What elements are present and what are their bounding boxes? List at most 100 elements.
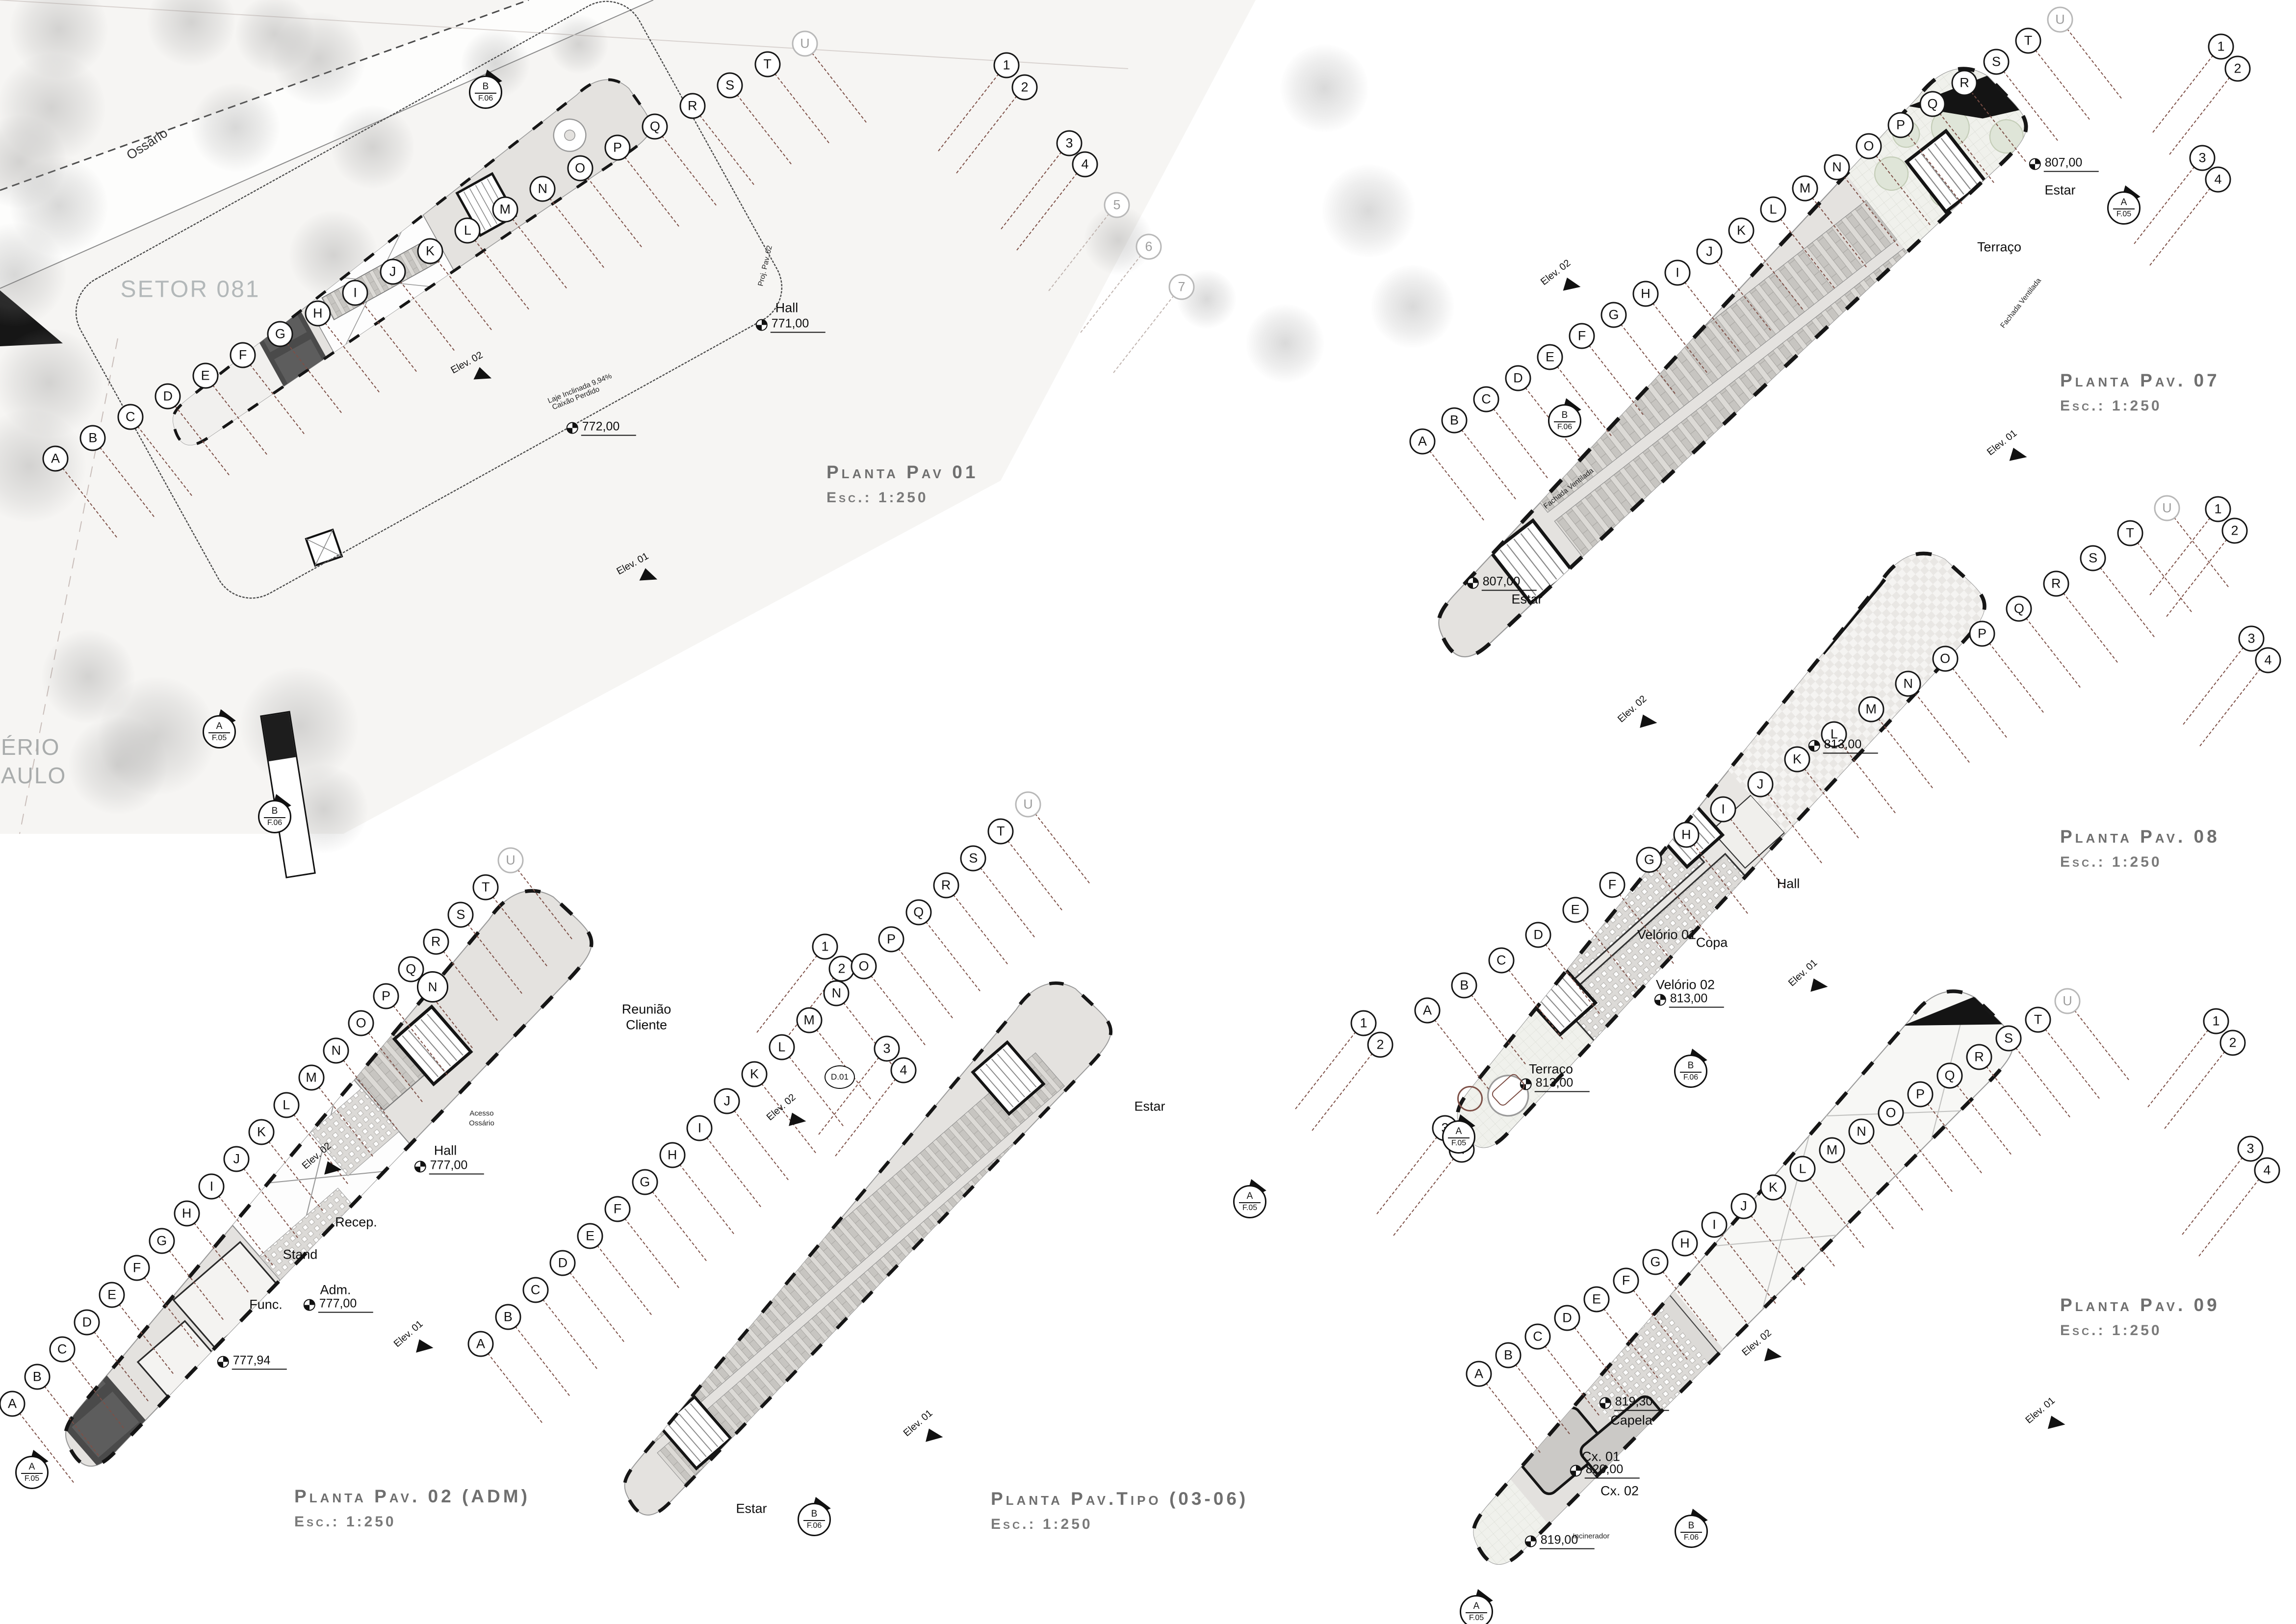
grid-bubble-T: T (2025, 1006, 2051, 1033)
grid-bubble-H: H (1673, 822, 1700, 848)
tree-icon (10, 157, 108, 255)
grid-bubble-C: C (117, 404, 144, 430)
grid-bubble-L: L (454, 217, 481, 244)
grid-leader (898, 948, 953, 1019)
tree-icon (272, 12, 365, 105)
label-adm-: Adm. (320, 1282, 351, 1297)
grid-bubble-S: S (717, 72, 743, 99)
section-sheet: F.06 (1683, 1073, 1699, 1082)
section-letter: B (474, 81, 497, 94)
elev-arrow-icon (1563, 277, 1582, 296)
tree-icon (0, 329, 103, 437)
grid-bubble-F: F (604, 1196, 631, 1222)
building-pav07 (1337, 28, 2139, 727)
grid-bubble-L: L (273, 1092, 300, 1118)
plan-title: Planta Pav. 02 (ADM) (294, 1486, 530, 1506)
grid-bubble-3: 3 (874, 1035, 900, 1062)
grid-bubble-I: I (1664, 259, 1691, 286)
grid-bubble-F: F (1613, 1267, 1639, 1294)
grid-bubble-A: A (0, 1391, 26, 1417)
grid-bubble-J: J (1730, 1193, 1757, 1219)
label-terra-o: Terraço (1528, 1061, 1574, 1077)
grid-bubble-5: 5 (1104, 192, 1130, 218)
grid-bubble-G: G (267, 321, 293, 347)
level-value: 772,00 (581, 420, 637, 436)
building-pav01 (61, 0, 797, 613)
grid-bubble-B: B (495, 1304, 521, 1330)
section-sheet: F.06 (267, 819, 283, 827)
section-letter: B (803, 1509, 826, 1521)
level-marker: 819,00 (1524, 1533, 1595, 1549)
tree-icon (549, 15, 608, 74)
label-incinerador: Incinerador (1573, 1532, 1610, 1541)
grid-bubble-U: U (2054, 988, 2081, 1014)
tree-icon (0, 54, 105, 162)
grid-bubble-L: L (769, 1034, 795, 1060)
titleblock-tipo: Planta Pav.Tipo (03-06)Esc.: 1:250 (991, 1489, 1248, 1533)
grid-bubble-G: G (632, 1169, 658, 1195)
grid-leader (1113, 295, 1174, 373)
grid-bubble-K: K (1784, 746, 1810, 773)
grid-bubble-R: R (2043, 570, 2069, 597)
elev-arrow-icon (1810, 978, 1829, 996)
level-marker: 813,00 (1654, 992, 1725, 1008)
elev-arrow-icon (639, 568, 660, 588)
section-letter: A (1447, 1126, 1470, 1138)
label-oss-rio: Ossário (469, 1119, 494, 1128)
section-sheet: F.05 (2116, 210, 2132, 218)
grid-bubble-M: M (1858, 696, 1884, 722)
grid-bubble-2: 2 (1011, 74, 1038, 101)
grid-bubble-O: O (1856, 133, 1882, 159)
grid-bubble-D: D (155, 383, 181, 410)
grid-bubble-C: C (1473, 386, 1499, 412)
label-cliente: Cliente (625, 1017, 668, 1032)
level-value: 777,94 (232, 1354, 287, 1370)
grid-bubble-N: N (1824, 154, 1850, 180)
label-estar: Estar (736, 1501, 767, 1516)
grid-bubble-O: O (1932, 645, 1959, 672)
grid-leader (2149, 187, 2211, 266)
grid-bubble-M: M (298, 1064, 325, 1091)
level-marker: 772,00 (566, 420, 637, 436)
level-value: 807,00 (2043, 156, 2099, 172)
section-letter: A (2113, 197, 2135, 209)
grid-bubble-P: P (373, 983, 399, 1009)
label-cx-02: Cx. 02 (1600, 1483, 1639, 1498)
grid-bubble-K: K (741, 1061, 768, 1087)
section-sheet: F.05 (1242, 1204, 1258, 1212)
tree-icon (235, 0, 314, 74)
plan-scale: Esc.: 1:250 (294, 1514, 396, 1530)
grid-bubble-K: K (1728, 217, 1754, 244)
grid-leader (2199, 668, 2261, 747)
grid-bubble-B: B (1451, 972, 1477, 999)
label-capela: Capela (1610, 1413, 1652, 1428)
grid-leader (1016, 172, 1078, 251)
grid-leader (2198, 1178, 2260, 1257)
grid-leader (99, 446, 155, 517)
grid-bubble-J: J (1747, 771, 1774, 798)
level-value: 819,30 (1614, 1395, 1670, 1411)
label-estar: Estar (1511, 592, 1543, 607)
grid-bubble-B: B (79, 425, 106, 451)
plan-scale: Esc.: 1:250 (2060, 398, 2162, 414)
grid-bubble-M: M (796, 1007, 823, 1033)
grid-bubble-4: 4 (2254, 1157, 2280, 1184)
grid-bubble-B: B (1495, 1342, 1522, 1368)
grid-leader (2183, 646, 2244, 725)
grid-bubble-S: S (447, 902, 474, 928)
level-icon (217, 1356, 229, 1367)
grid-bubble-H: H (305, 300, 331, 327)
level-value: 819,00 (1539, 1533, 1595, 1549)
grid-bubble-1: 1 (2203, 1008, 2229, 1034)
grid-bubble-I: I (686, 1115, 713, 1141)
grid-bubble-R: R (1966, 1044, 1992, 1070)
level-value: 813,00 (1669, 992, 1725, 1008)
grid-bubble-L: L (1821, 721, 1847, 748)
grid-bubble-C: C (49, 1336, 76, 1363)
section-letter: A (208, 721, 231, 733)
grid-leader (2066, 28, 2122, 99)
